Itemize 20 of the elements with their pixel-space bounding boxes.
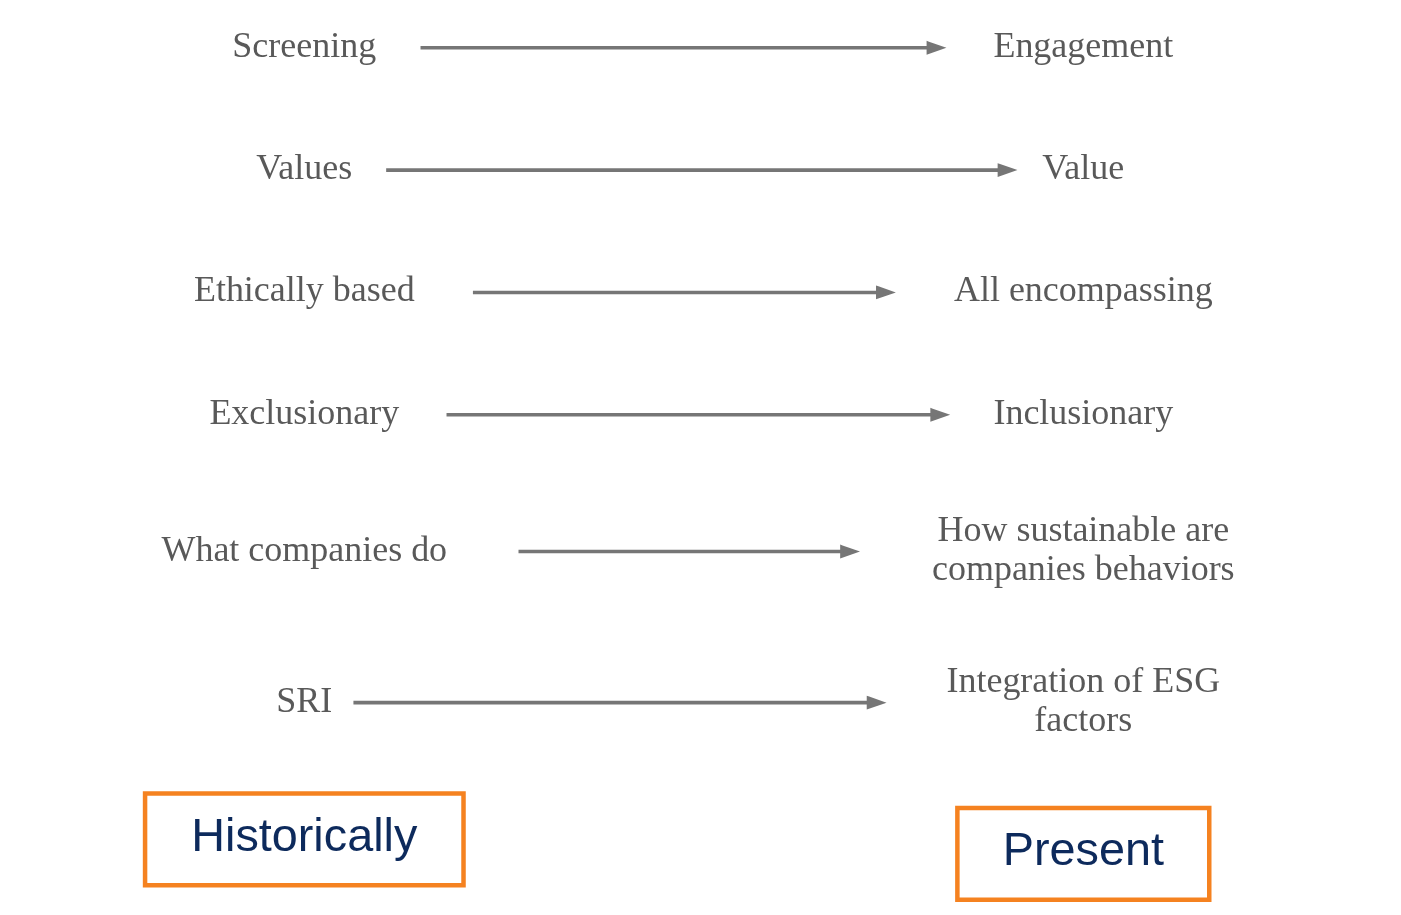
node-text: Integration of ESG factors <box>945 659 1220 740</box>
node-text: Value <box>1041 147 1124 188</box>
node-text: Engagement <box>992 24 1173 65</box>
node-text: Ethically based <box>193 269 415 310</box>
node-text: Inclusionary <box>992 391 1173 432</box>
arrow <box>385 163 1017 178</box>
node-text: How sustainable are companies behaviors <box>931 508 1235 589</box>
node-text: What companies do <box>160 528 447 569</box>
arrow <box>352 695 887 710</box>
arrow <box>420 40 946 55</box>
node-box: Present <box>954 805 1211 902</box>
arrow <box>446 407 950 422</box>
node-text: All encompassing <box>953 269 1213 310</box>
arrow <box>518 544 860 559</box>
arrow <box>472 285 896 300</box>
node-text: Exclusionary <box>208 391 399 432</box>
node-text: SRI <box>275 679 332 720</box>
node-text: Values <box>255 147 352 188</box>
node-text: Screening <box>231 24 376 65</box>
node-box: Historically <box>142 791 466 888</box>
